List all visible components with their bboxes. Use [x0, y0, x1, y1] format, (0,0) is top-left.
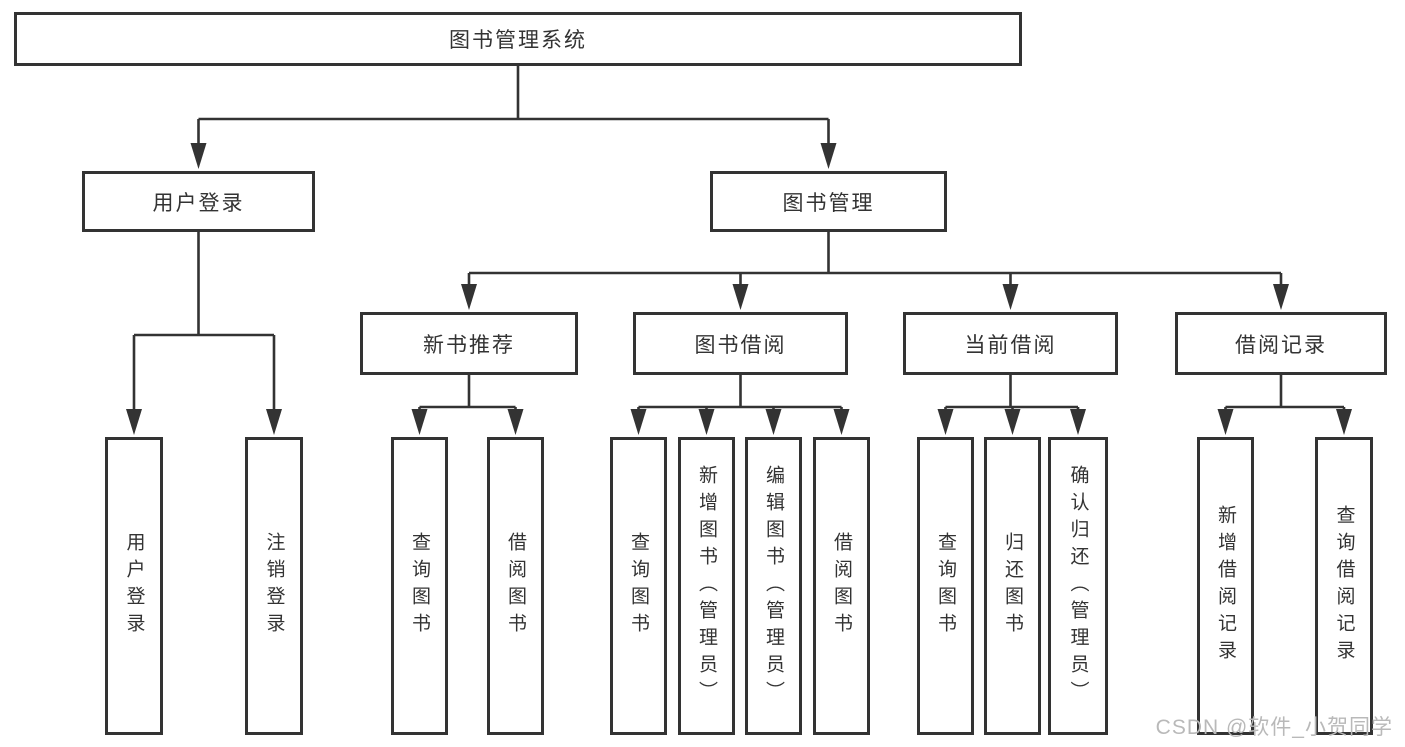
leaf-query-borrow-record: 查询借阅记录 [1315, 437, 1373, 735]
arrow-down-icon [461, 284, 477, 310]
arrow-down-icon [698, 409, 715, 435]
node-borrowing-records-label: 借阅记录 [1235, 333, 1327, 357]
leaf-logout-label: 注销登录 [263, 532, 285, 640]
arrow-down-icon [1273, 284, 1289, 310]
arrow-down-icon [266, 409, 282, 435]
connector-records-branch [1224, 375, 1346, 410]
leaf-query-books-1-label: 查询图书 [409, 532, 430, 640]
leaf-add-book-admin-label: 新增图书（管理员） [696, 464, 717, 708]
leaf-add-borrow-record: 新增借阅记录 [1197, 437, 1254, 735]
connector-user-login-branch [132, 232, 276, 410]
node-current-borrowing: 当前借阅 [903, 312, 1118, 375]
node-library-system: 图书管理系统 [14, 12, 1022, 66]
leaf-query-books-2: 查询图书 [610, 437, 667, 735]
connector-current-branch [944, 375, 1080, 410]
leaf-borrow-books-1: 借阅图书 [487, 437, 544, 735]
leaf-add-book-admin: 新增图书（管理员） [678, 437, 735, 735]
leaf-return-books-label: 归还图书 [1002, 532, 1023, 640]
arrow-down-icon [765, 409, 782, 435]
node-new-book-recommend-label: 新书推荐 [423, 333, 515, 357]
node-user-login: 用户登录 [82, 171, 315, 232]
arrow-down-icon [1002, 284, 1019, 310]
leaf-query-books-1: 查询图书 [391, 437, 448, 735]
connector-borrowing-branch [637, 375, 843, 410]
leaf-borrow-books-1-label: 借阅图书 [505, 532, 526, 640]
node-user-login-label: 用户登录 [152, 191, 245, 215]
arrow-down-icon [630, 409, 647, 435]
connector-book-mgmt-branch [467, 232, 1283, 285]
node-borrowing-records: 借阅记录 [1175, 312, 1387, 375]
leaf-query-borrow-record-label: 查询借阅记录 [1333, 505, 1355, 667]
leaf-confirm-return-admin-label: 确认归还（管理员） [1067, 464, 1089, 708]
leaf-confirm-return-admin: 确认归还（管理员） [1048, 437, 1108, 735]
node-new-book-recommend: 新书推荐 [360, 312, 578, 375]
arrow-down-icon [507, 409, 524, 435]
arrow-down-icon [1070, 409, 1086, 435]
leaf-user-login: 用户登录 [105, 437, 163, 735]
arrow-down-icon [411, 409, 428, 435]
leaf-query-books-2-label: 查询图书 [628, 532, 649, 640]
arrow-down-icon [1336, 409, 1352, 435]
leaf-edit-book-admin-label: 编辑图书（管理员） [763, 464, 784, 708]
node-book-management: 图书管理 [710, 171, 947, 232]
arrow-down-icon [732, 284, 749, 310]
leaf-user-login-label: 用户登录 [123, 532, 145, 640]
arrow-down-icon [1004, 409, 1021, 435]
connector-new-book-branch [418, 375, 517, 410]
arrow-down-icon [937, 409, 954, 435]
arrow-down-icon [820, 143, 837, 169]
leaf-query-books-3-label: 查询图书 [935, 532, 956, 640]
arrow-down-icon [833, 409, 850, 435]
leaf-return-books: 归还图书 [984, 437, 1041, 735]
node-book-borrowing-label: 图书借阅 [694, 333, 787, 357]
node-library-system-label: 图书管理系统 [449, 29, 587, 52]
leaf-query-books-3: 查询图书 [917, 437, 974, 735]
leaf-borrow-books-2: 借阅图书 [813, 437, 870, 735]
node-current-borrowing-label: 当前借阅 [964, 333, 1057, 357]
csdn-watermark: CSDN @软件_小贺同学 [1155, 716, 1393, 739]
arrow-down-icon [126, 409, 142, 435]
arrow-down-icon [190, 143, 207, 169]
leaf-add-borrow-record-label: 新增借阅记录 [1215, 505, 1236, 667]
leaf-logout: 注销登录 [245, 437, 303, 735]
arrow-down-icon [1217, 409, 1234, 435]
connector-root-to-level2 [197, 66, 830, 144]
node-book-management-label: 图书管理 [782, 191, 875, 215]
leaf-edit-book-admin: 编辑图书（管理员） [745, 437, 802, 735]
arrowheads [126, 143, 1352, 435]
leaf-borrow-books-2-label: 借阅图书 [831, 532, 852, 640]
node-book-borrowing: 图书借阅 [633, 312, 848, 375]
